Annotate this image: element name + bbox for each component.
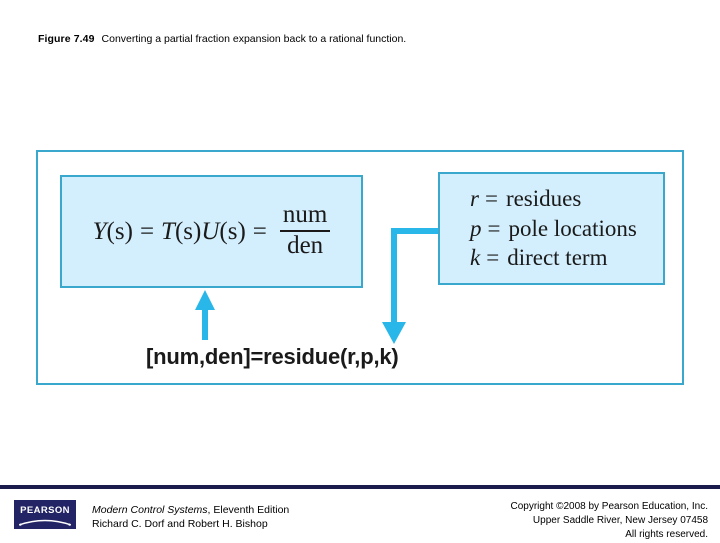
residue-command-text: [num,den]=residue(r,p,k) <box>146 344 399 369</box>
footer-book-info: Modern Control Systems, Eleventh Edition… <box>92 503 289 532</box>
book-edition: , Eleventh Edition <box>207 504 290 516</box>
up-arrow-icon <box>195 290 215 340</box>
eq-lhs-var: Y <box>92 217 107 245</box>
copyright-line: Copyright ©2008 by Pearson Education, In… <box>510 501 709 512</box>
definition-equals: = <box>486 245 500 271</box>
fraction-denominator: den <box>287 231 324 259</box>
pearson-swoosh-icon <box>19 519 71 526</box>
eq-u-arg: (s) <box>219 217 246 245</box>
copyright-line: Upper Saddle River, New Jersey 07458 <box>532 515 708 527</box>
definition-meaning: residues <box>505 185 582 211</box>
definition-symbol: r <box>470 185 479 211</box>
definition-equals: = <box>484 185 498 211</box>
fraction-bar <box>279 229 331 232</box>
residue-definitions-list: r=residues p=pole locations k=direct ter… <box>440 174 663 283</box>
transfer-function-equation: Y(s) = T(s)U(s) = num den <box>62 177 361 286</box>
figure-frame: Y(s) = T(s)U(s) = num den r=residues p=p… <box>36 150 684 385</box>
footer-copyright: Copyright ©2008 by Pearson Education, In… <box>511 500 709 543</box>
eq-t-arg: (s) <box>174 217 202 245</box>
definition-row: r= residues <box>470 184 663 214</box>
definition-meaning: direct term <box>507 245 608 271</box>
figure-caption: Figure 7.49 Converting a partial fraction… <box>38 33 406 45</box>
elbow-down-arrow-icon <box>382 228 438 344</box>
copyright-line: All rights reserved. <box>625 529 708 541</box>
definition-symbol: p <box>470 215 482 241</box>
eq-lhs-arg: (s) <box>106 217 133 245</box>
definition-row: k= direct term <box>470 243 663 273</box>
fraction-numerator: num <box>282 201 328 229</box>
eq-t-var: T <box>161 217 175 245</box>
definition-row: p= pole locations <box>470 214 663 244</box>
eq-equals-1: = <box>139 217 155 245</box>
definition-equals: = <box>487 215 501 241</box>
book-authors: Richard C. Dorf and Robert H. Bishop <box>92 518 268 531</box>
pearson-logo-text: PEARSON <box>20 505 70 516</box>
pearson-logo: PEARSON <box>14 500 76 529</box>
num-den-fraction: num den <box>279 201 331 259</box>
definition-meaning: pole locations <box>508 215 637 241</box>
definition-symbol: k <box>470 245 481 271</box>
residue-definitions-box: r=residues p=pole locations k=direct ter… <box>438 172 665 285</box>
eq-equals-2: = <box>252 217 267 245</box>
figure-caption-text: Converting a partial fraction expansion … <box>101 33 407 45</box>
footer-book-title-line: Modern Control Systems, Eleventh Edition <box>92 503 289 517</box>
eq-u-var: U <box>201 217 220 245</box>
footer-divider <box>0 485 720 489</box>
transfer-function-box: Y(s) = T(s)U(s) = num den <box>60 175 363 288</box>
book-title: Modern Control Systems <box>92 504 208 516</box>
figure-number: Figure 7.49 <box>38 33 95 45</box>
connector-arrows <box>195 228 438 344</box>
